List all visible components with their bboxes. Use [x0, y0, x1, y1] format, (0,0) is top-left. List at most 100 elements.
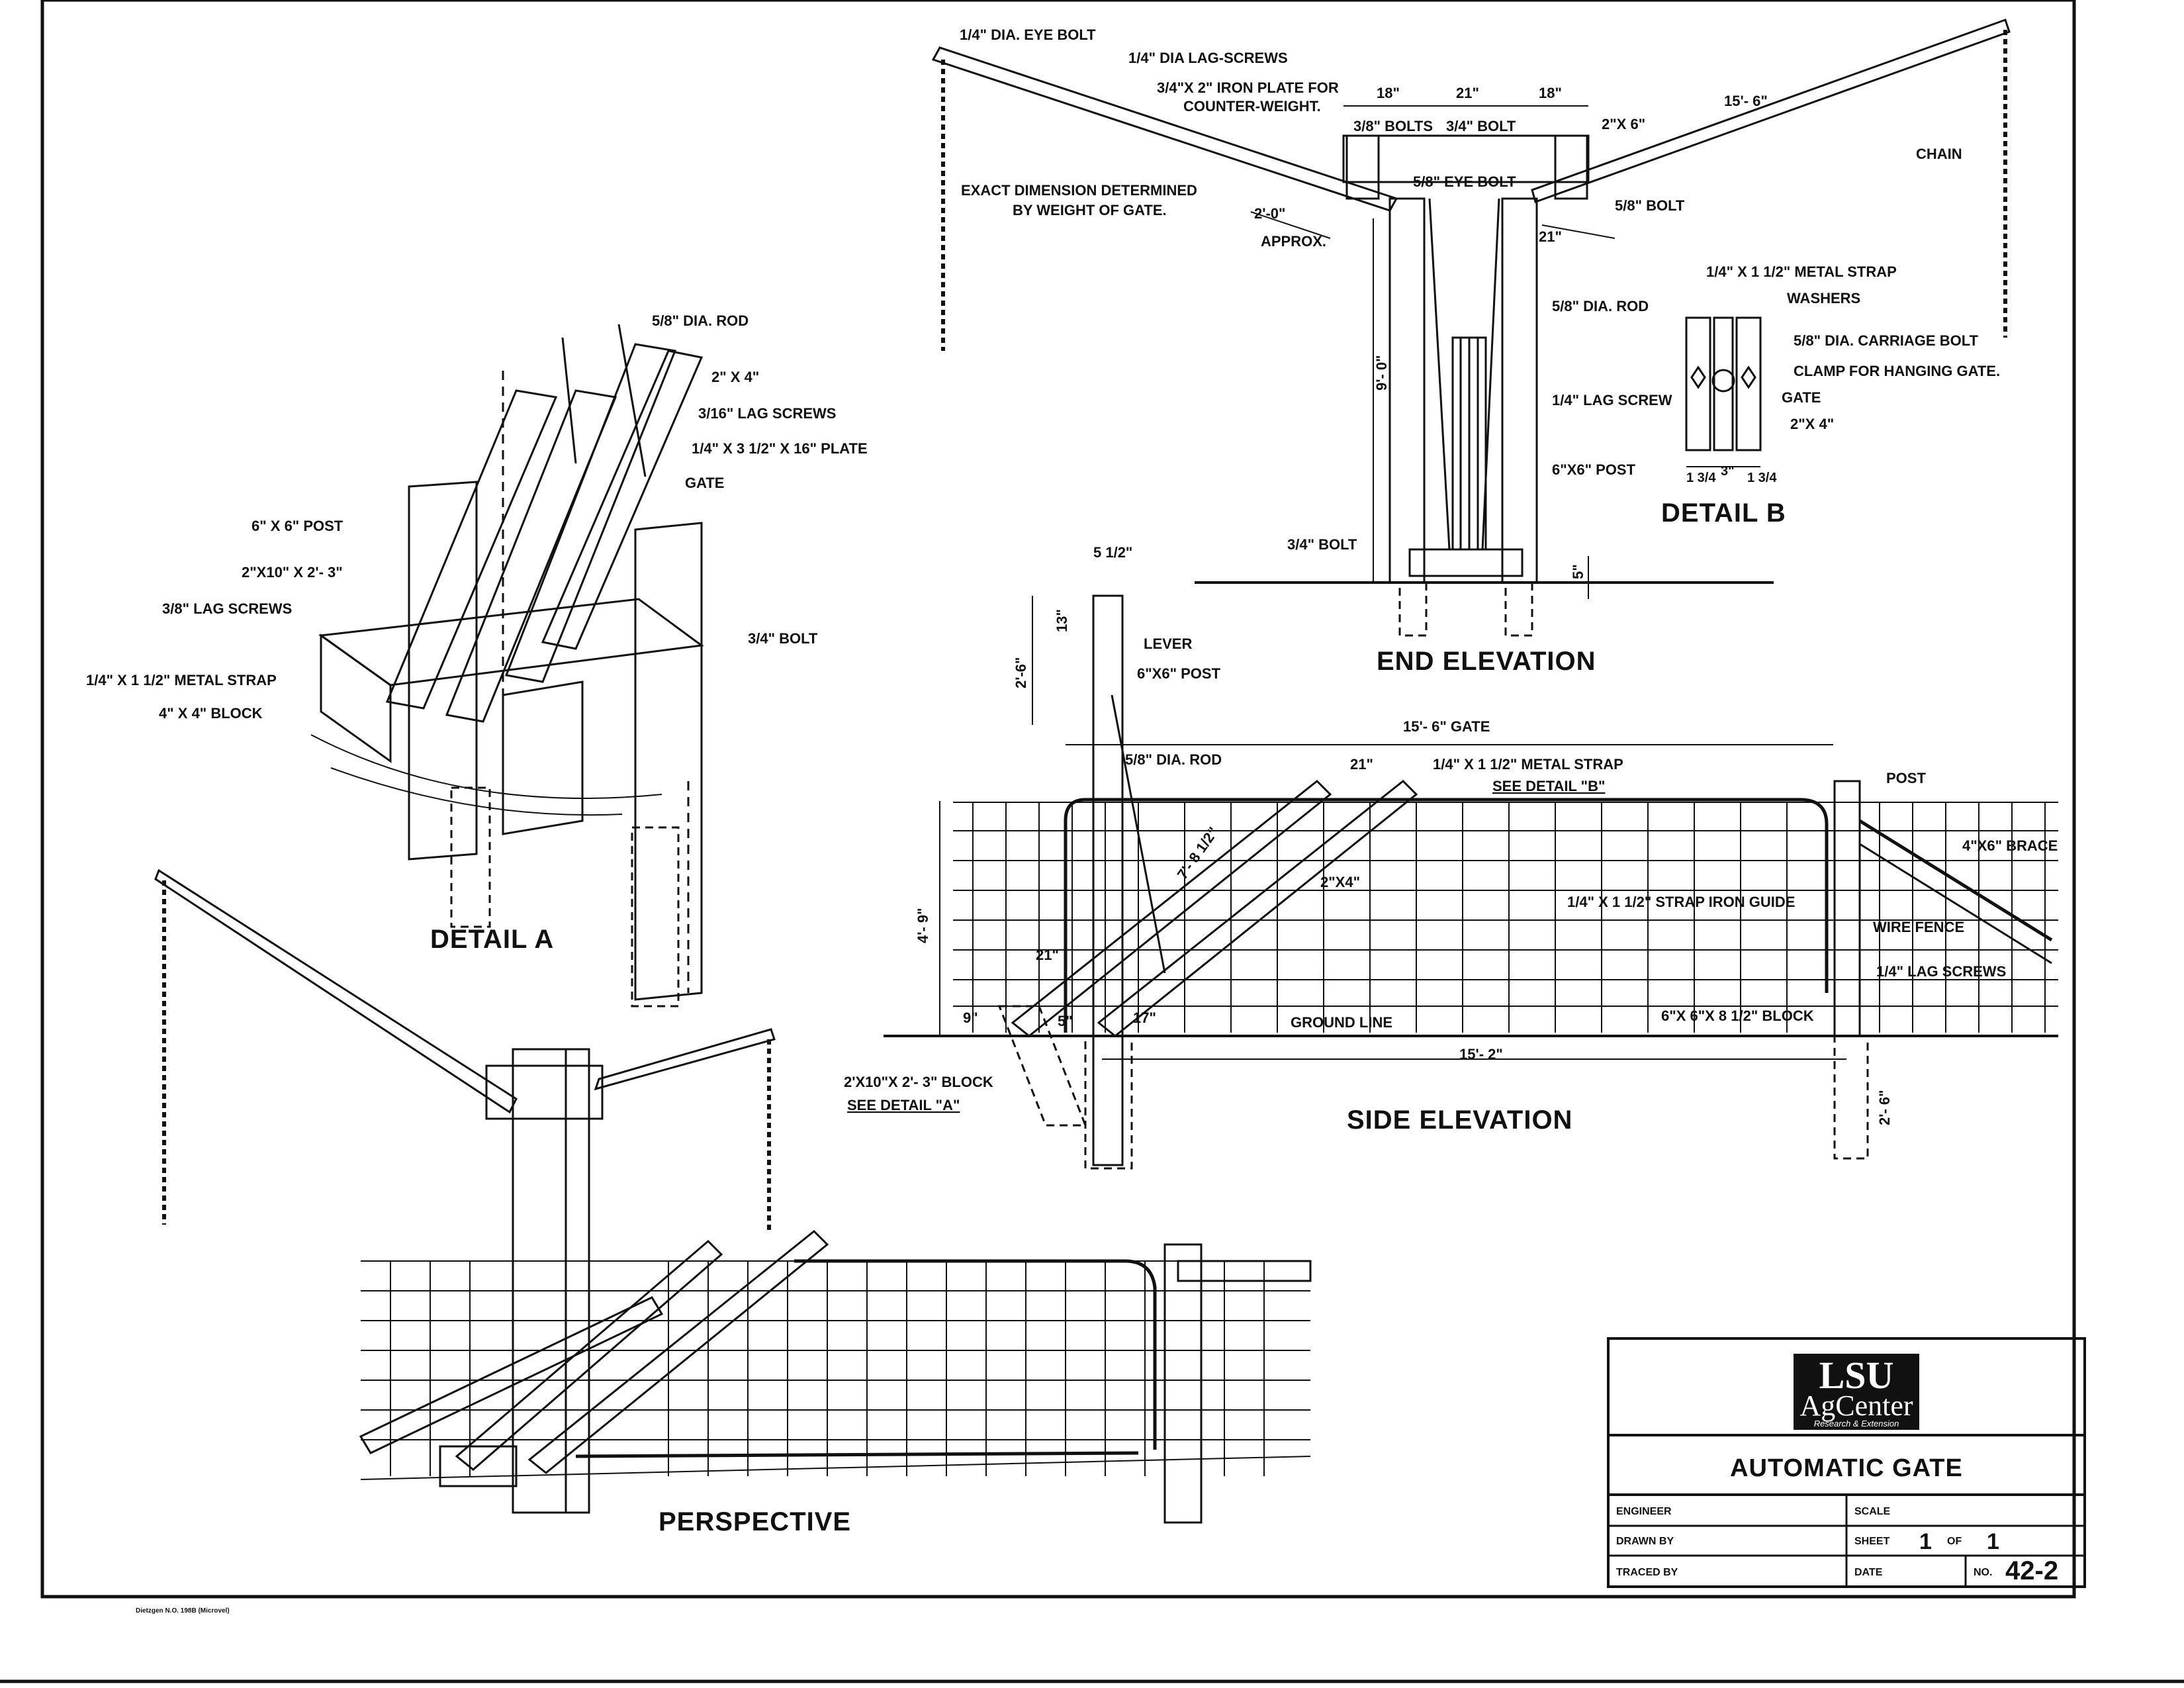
- date-label: DATE: [1854, 1567, 1883, 1578]
- persp-arm-right: [594, 1028, 776, 1091]
- detail-a-gate-bar-3: [504, 343, 677, 683]
- side-label-2-6-top: 2'-6": [1013, 657, 1029, 688]
- detail-a-title: DETAIL A: [430, 925, 554, 954]
- side-label-17: 17": [1133, 1009, 1156, 1026]
- end-dim-21in: [1541, 224, 1615, 239]
- title-block: [1607, 1337, 2086, 1588]
- traced-by-label: TRACED BY: [1616, 1567, 1678, 1578]
- detail-a-post-left: [408, 481, 478, 861]
- end-elevation: [931, 19, 2011, 637]
- persp-fence: [361, 1260, 1310, 1476]
- side-brace: [1859, 843, 2052, 964]
- detail-a-label-block-2x10: 2"X10" X 2'- 3": [242, 564, 343, 581]
- sheet-number: 1: [1919, 1529, 1932, 1554]
- detail-a-label-bolt: 3/4" BOLT: [748, 630, 818, 647]
- detail-a-gate-bar-4: [541, 350, 704, 650]
- persp-rail-left: [359, 1296, 664, 1454]
- side-label-lever: LEVER: [1144, 635, 1192, 652]
- end-label-iron-plate: 3/4"X 2" IRON PLATE FOR: [1157, 79, 1339, 96]
- detail-a-rod-1: [561, 337, 577, 464]
- side-elevation: [884, 594, 2058, 1170]
- end-elevation-title: END ELEVATION: [1377, 647, 1596, 676]
- end-label-bolt-58: 5/8" BOLT: [1615, 197, 1685, 214]
- drawing-number: 42-2: [2005, 1556, 2058, 1585]
- end-post-left-buried: [1398, 581, 1428, 637]
- end-label-5in: 5": [1570, 564, 1586, 579]
- end-label-lag-screw-14: 1/4" LAG SCREW: [1552, 392, 1672, 408]
- end-label-chain: CHAIN: [1916, 146, 1962, 162]
- side-label-7-8: 7'- 8 1/2": [1174, 824, 1222, 882]
- end-label-9-0: 9'- 0": [1373, 355, 1390, 391]
- detail-b-strap-left: [1685, 316, 1711, 451]
- persp-bracket: [485, 1064, 604, 1120]
- end-dim-2ft: [1250, 211, 1331, 239]
- persp-counter-arm-1: [455, 1239, 723, 1471]
- side-lever-post-buried: [1084, 1035, 1133, 1170]
- detail-b-dim-left: 1 3/4: [1686, 471, 1716, 485]
- of-label: OF: [1947, 1536, 1962, 1547]
- side-elevation-title: SIDE ELEVATION: [1347, 1105, 1572, 1135]
- side-brace: [1858, 819, 2053, 942]
- end-label-15-6: 15'- 6": [1724, 93, 1768, 109]
- logo-background: [1794, 1354, 1919, 1430]
- side-label-brace: 4"X6" BRACE: [1962, 837, 2058, 854]
- side-label-21-top: 21": [1350, 756, 1373, 773]
- side-label-wire-fence: WIRE FENCE: [1873, 919, 1964, 935]
- side-label-gate-length: 15'- 6" GATE: [1403, 718, 1490, 735]
- side-label-lag-screws: 1/4" LAG SCREWS: [1876, 963, 2006, 980]
- detail-b-label-carriage-bolt: 5/8" DIA. CARRIAGE BOLT: [1794, 332, 1978, 349]
- side-gate-frame: [1064, 798, 1829, 1033]
- end-label-post-6x6: 6"X6" POST: [1552, 461, 1636, 478]
- side-elevation-labels: 5 1/2" 13" 2'-6" LEVER 6"X6" POST 15'- 6…: [844, 544, 2058, 1135]
- side-lever-post: [1092, 594, 1124, 1166]
- detail-a-label-2x4: 2" X 4": [711, 369, 759, 385]
- side-label-5: 5": [1058, 1013, 1073, 1029]
- side-label-ground-line: GROUND LINE: [1291, 1014, 1392, 1031]
- end-header-plate: [1342, 134, 1590, 183]
- engineer-label: ENGINEER: [1616, 1506, 1672, 1517]
- detail-a-label-post: 6" X 6" POST: [251, 518, 343, 534]
- side-label-block-6x6: 6"X 6"X 8 1/2" BLOCK: [1661, 1008, 1814, 1024]
- detail-a-label-lag-316: 3/16" LAG SCREWS: [698, 405, 836, 422]
- end-post-right-buried: [1504, 581, 1533, 637]
- no-label: NO.: [1974, 1567, 1992, 1578]
- persp-gate-post: [1163, 1243, 1203, 1524]
- side-arm-2: [1097, 779, 1418, 1037]
- detail-a-post-right: [634, 522, 703, 1001]
- detail-a-label-metal-strap: 1/4" X 1 1/2" METAL STRAP: [86, 672, 277, 688]
- detail-a-ground: [310, 734, 662, 816]
- persp-main-post-right: [565, 1048, 590, 1514]
- end-post-left: [1388, 197, 1426, 584]
- detail-b-gate-bar: [1713, 316, 1734, 451]
- detail-b-dim-mid: 3": [1721, 464, 1735, 479]
- side-label-2-6-bottom: 2'- 6": [1876, 1090, 1893, 1125]
- detail-b-dim-right: 1 3/4: [1747, 471, 1777, 485]
- detail-a-cross-block: [318, 598, 704, 686]
- logo-middle-text: AgCenter: [1799, 1389, 1913, 1422]
- side-block-2x10: [997, 1005, 1087, 1127]
- end-label-dim-21-side: 21": [1539, 228, 1562, 245]
- sheet-border: [40, 0, 2076, 1599]
- side-fence-verticals: [972, 802, 2046, 1033]
- end-label-rod-58: 5/8" DIA. ROD: [1552, 298, 1649, 314]
- side-label-block-2x10: 2'X10"X 2'- 3" BLOCK: [844, 1074, 993, 1090]
- side-label-rod: 5/8" DIA. ROD: [1125, 751, 1222, 768]
- detail-a-block-4x4: [502, 680, 584, 835]
- detail-a-label-lag-38: 3/8" LAG SCREWS: [162, 600, 292, 617]
- end-label-dim-18-left: 18": [1377, 85, 1400, 101]
- detail-a-label-plate: 1/4" X 3 1/2" X 16" PLATE: [692, 440, 868, 457]
- end-label-by-weight: BY WEIGHT OF GATE.: [1013, 202, 1167, 218]
- sheet-label: SHEET: [1854, 1536, 1890, 1547]
- logo-bottom-text: Research & Extension: [1814, 1419, 1899, 1429]
- persp-block: [439, 1445, 518, 1487]
- detail-a-post-left-buried: [450, 786, 491, 928]
- scale-label: SCALE: [1854, 1506, 1891, 1517]
- detail-a-rod-2: [617, 324, 647, 477]
- detail-b: [1685, 316, 1762, 467]
- side-label-see-detail-b: SEE DETAIL "B": [1492, 778, 1605, 794]
- detail-a-gate-bar-1: [385, 389, 558, 710]
- detail-a-label-rod: 5/8" DIA. ROD: [652, 312, 749, 329]
- detail-b-diamond-right: [1741, 365, 1756, 389]
- detail-b-label-strap: 1/4" X 1 1/2" METAL STRAP: [1706, 263, 1897, 280]
- side-arm-1: [1011, 779, 1332, 1037]
